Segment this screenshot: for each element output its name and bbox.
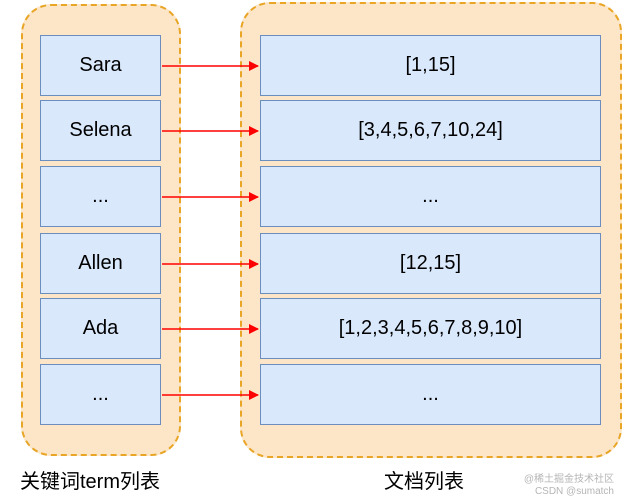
term-box: Allen <box>40 233 161 294</box>
term-box: Sara <box>40 35 161 96</box>
watermark-line: CSDN @sumatch <box>534 486 614 497</box>
watermark: @稀土掘金技术社区 CSDN @sumatch <box>524 474 614 498</box>
doc-box: ... <box>260 364 601 425</box>
watermark-line: @稀土掘金技术社区 <box>523 474 614 485</box>
term-box: Ada <box>40 298 161 359</box>
doc-box: [3,4,5,6,7,10,24] <box>260 100 601 161</box>
doc-box: [1,2,3,4,5,6,7,8,9,10] <box>260 298 601 359</box>
term-box: ... <box>40 364 161 425</box>
term-box: ... <box>40 166 161 227</box>
doc-box: [1,15] <box>260 35 601 96</box>
term-list-caption: 关键词term列表 <box>20 471 160 493</box>
doc-list-caption: 文档列表 <box>384 471 464 493</box>
doc-box: [12,15] <box>260 233 601 294</box>
doc-box: ... <box>260 166 601 227</box>
term-box: Selena <box>40 100 161 161</box>
